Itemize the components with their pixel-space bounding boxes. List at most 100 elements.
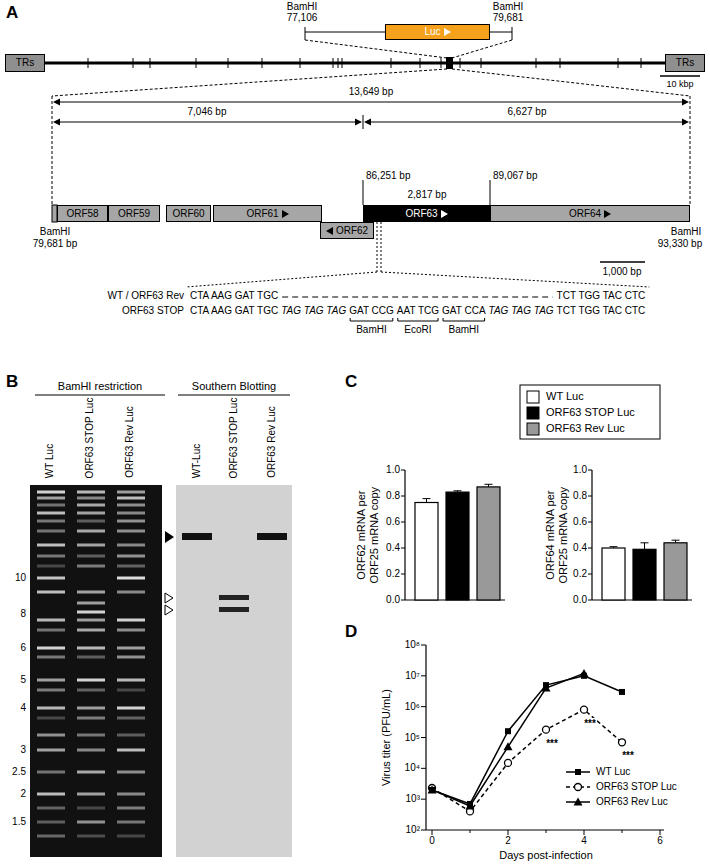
sequence: TAG TAG TAG xyxy=(489,305,554,317)
band-arrowhead xyxy=(165,605,173,615)
size-marker: 2.5 xyxy=(12,766,26,778)
error-cap xyxy=(610,546,618,547)
circle-marker xyxy=(543,726,550,733)
southern-blot xyxy=(176,485,292,857)
heading-rule xyxy=(178,395,290,396)
square-marker xyxy=(575,769,581,775)
orf-box: ORF59 xyxy=(108,205,160,222)
gel-band xyxy=(37,544,65,547)
size-marker: 6 xyxy=(20,642,26,654)
lane-label: ORF63 Rev Luc xyxy=(266,406,278,478)
tick-label: 0.2 xyxy=(573,568,587,580)
axis-tick xyxy=(508,830,509,835)
tick-label: 1.0 xyxy=(573,464,587,476)
gene-label: Luc xyxy=(424,26,440,38)
direction-arrow-head xyxy=(441,210,448,218)
lane-label: ORF63 Rev Luc xyxy=(124,406,136,478)
coordinate: 86,251 bp xyxy=(366,170,411,182)
tick-label: 10³ xyxy=(406,793,420,805)
triangle-marker xyxy=(574,798,583,806)
gel-band xyxy=(117,530,145,533)
gel-band xyxy=(77,512,105,515)
orf-box: ORF61 xyxy=(213,205,322,222)
direction-arrow xyxy=(326,227,333,235)
orf-box: ORF63 xyxy=(363,205,490,222)
tick-label: 6 xyxy=(657,835,663,847)
gel-band xyxy=(117,555,145,558)
gel-band xyxy=(77,679,105,682)
coordinate: 77,106 xyxy=(287,12,318,24)
significance-mark: *** xyxy=(621,750,635,762)
axis-tick xyxy=(588,600,592,601)
arrowhead xyxy=(682,119,689,126)
gene-label: TRs xyxy=(676,57,694,69)
gel-band xyxy=(77,835,105,838)
dimension-line xyxy=(56,102,686,103)
circle-marker xyxy=(619,739,626,746)
dimension-label: 6,627 bp xyxy=(508,106,547,118)
error-bar xyxy=(644,543,645,550)
gel-band xyxy=(37,555,65,558)
gel-band xyxy=(117,491,145,494)
gel-band xyxy=(37,771,65,774)
tick-label: 0.0 xyxy=(573,594,587,606)
size-marker: 5 xyxy=(20,674,26,686)
panel-letter: B xyxy=(6,372,18,392)
gel-band xyxy=(117,656,145,659)
gel-band xyxy=(77,656,105,659)
axis-tick xyxy=(401,522,405,523)
lane-label: ORF63 STOP Luc xyxy=(84,397,96,478)
size-marker: 1.5 xyxy=(12,816,26,828)
axis-tick xyxy=(588,574,592,575)
triangle-marker xyxy=(466,802,475,810)
axis-tick xyxy=(421,706,426,707)
site-bracket xyxy=(350,318,393,321)
band-arrowhead xyxy=(165,593,173,603)
gel-band xyxy=(117,734,145,737)
legend-swatch xyxy=(527,407,539,419)
gel-band xyxy=(37,689,65,692)
error-cap xyxy=(454,490,462,491)
axis-tick xyxy=(546,830,547,833)
gel-band xyxy=(117,629,145,632)
bracket-tick xyxy=(512,27,513,40)
axis-tick xyxy=(421,830,426,831)
gel-band xyxy=(37,679,65,682)
gel-band xyxy=(117,749,145,752)
coordinate: 89,067 bp xyxy=(493,170,538,182)
scale-bar xyxy=(600,261,645,263)
gel-band xyxy=(37,520,65,523)
gel-band xyxy=(77,497,105,500)
site-label: BamHI xyxy=(671,226,702,238)
lane-label: ORF63 STOP Luc xyxy=(228,397,240,478)
tick-label: 0.6 xyxy=(386,516,400,528)
gel-band xyxy=(117,619,145,622)
legend-label: ORF63 Rev Luc xyxy=(596,796,668,808)
circle-marker xyxy=(581,706,588,713)
coordinate: 79,681 bp xyxy=(33,238,78,250)
gel-band xyxy=(37,647,65,650)
circle-marker xyxy=(505,759,512,766)
direction-arrow xyxy=(444,28,451,36)
gel-band xyxy=(117,707,145,710)
zoom-line xyxy=(52,69,690,205)
gel-band xyxy=(37,707,65,710)
arrowhead xyxy=(682,99,689,106)
gel-band xyxy=(37,565,65,568)
dimension-line xyxy=(56,122,359,123)
sequence: GAT CCG xyxy=(349,305,394,317)
gene-label: ORF62 xyxy=(336,225,368,237)
triangle-marker xyxy=(428,785,437,793)
tick-label: 2 xyxy=(505,835,511,847)
gene-label: ORF59 xyxy=(118,208,150,220)
direction-arrow-head xyxy=(282,210,289,218)
site-bracket xyxy=(398,318,438,321)
gel-band xyxy=(77,807,105,810)
site-label: BamHI xyxy=(493,1,524,13)
gel-band xyxy=(37,497,65,500)
bar xyxy=(477,487,500,600)
tick-label: 10⁷ xyxy=(405,670,420,682)
arrowhead xyxy=(53,119,60,126)
tick-label: 0.4 xyxy=(386,542,400,554)
sequence: CTA AAG GAT TGC xyxy=(190,305,278,317)
